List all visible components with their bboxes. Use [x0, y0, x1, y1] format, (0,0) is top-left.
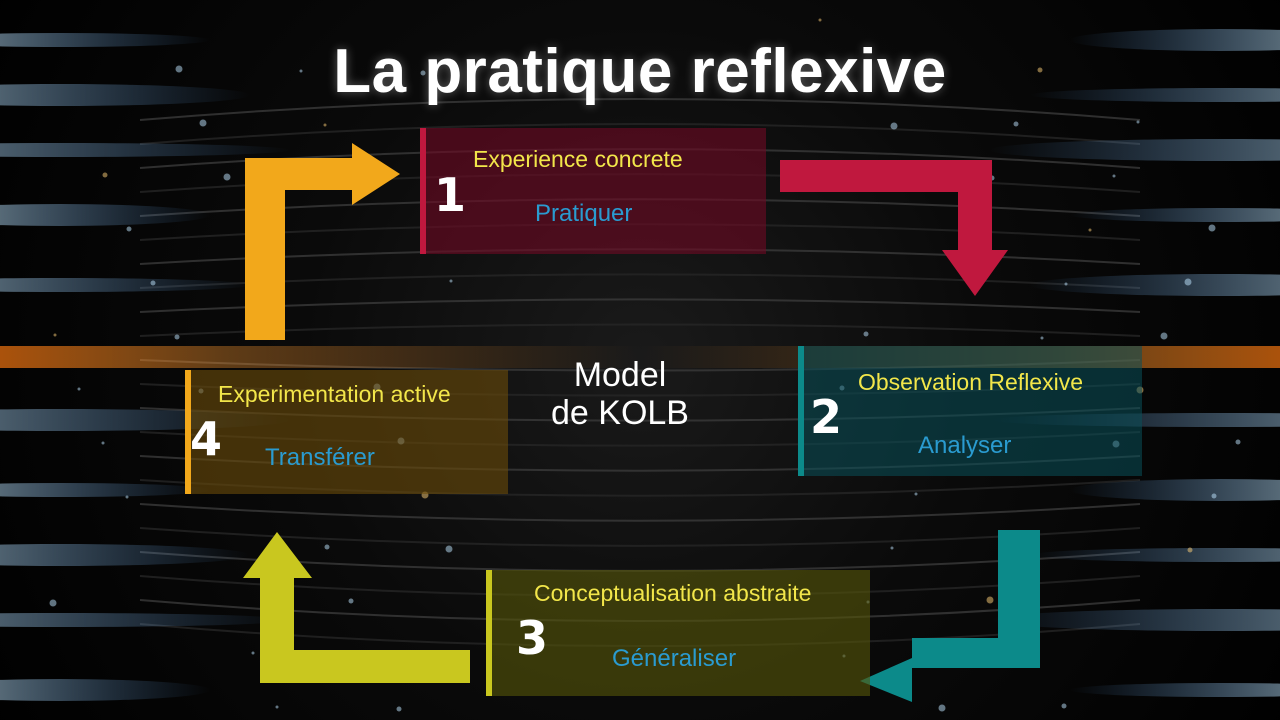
- step-2-heading: Observation Reflexive: [858, 369, 1083, 395]
- step-4-box: 4 Experimentation active Transférer: [185, 370, 508, 494]
- step-3-accent-bar: [486, 570, 492, 696]
- step-3-box: 3 Conceptualisation abstraite Généralise…: [486, 570, 870, 696]
- step-1-heading: Experience concrete: [473, 146, 683, 172]
- step-1-accent-bar: [420, 128, 426, 254]
- step-1-box: 1 Experience concrete Pratiquer: [420, 128, 766, 254]
- step-2-accent-bar: [798, 346, 804, 476]
- center-label-line1: Model: [573, 356, 667, 394]
- center-label: Model de KOLB: [520, 356, 720, 432]
- step-1-verb: Pratiquer: [535, 200, 633, 227]
- step-4-number: 4: [190, 412, 223, 466]
- step-3-number: 3: [516, 611, 549, 665]
- arrow-3-to-4: [243, 532, 470, 683]
- step-2-number: 2: [810, 390, 843, 444]
- step-4-verb: Transférer: [265, 444, 375, 471]
- step-2-verb: Analyser: [918, 432, 1012, 459]
- arrow-1-to-2: [780, 160, 1008, 296]
- arrow-4-to-1: [245, 143, 400, 340]
- step-4-heading: Experimentation active: [218, 381, 451, 407]
- center-label-line2: de KOLB: [551, 394, 689, 432]
- step-1-number: 1: [434, 168, 467, 222]
- step-3-heading: Conceptualisation abstraite: [534, 580, 812, 606]
- page-title: La pratique reflexive: [333, 37, 947, 106]
- step-3-verb: Généraliser: [612, 645, 737, 672]
- arrow-2-to-3: [860, 530, 1040, 702]
- step-2-box: 2 Observation Reflexive Analyser: [798, 346, 1142, 476]
- step-4-accent-bar: [185, 370, 191, 494]
